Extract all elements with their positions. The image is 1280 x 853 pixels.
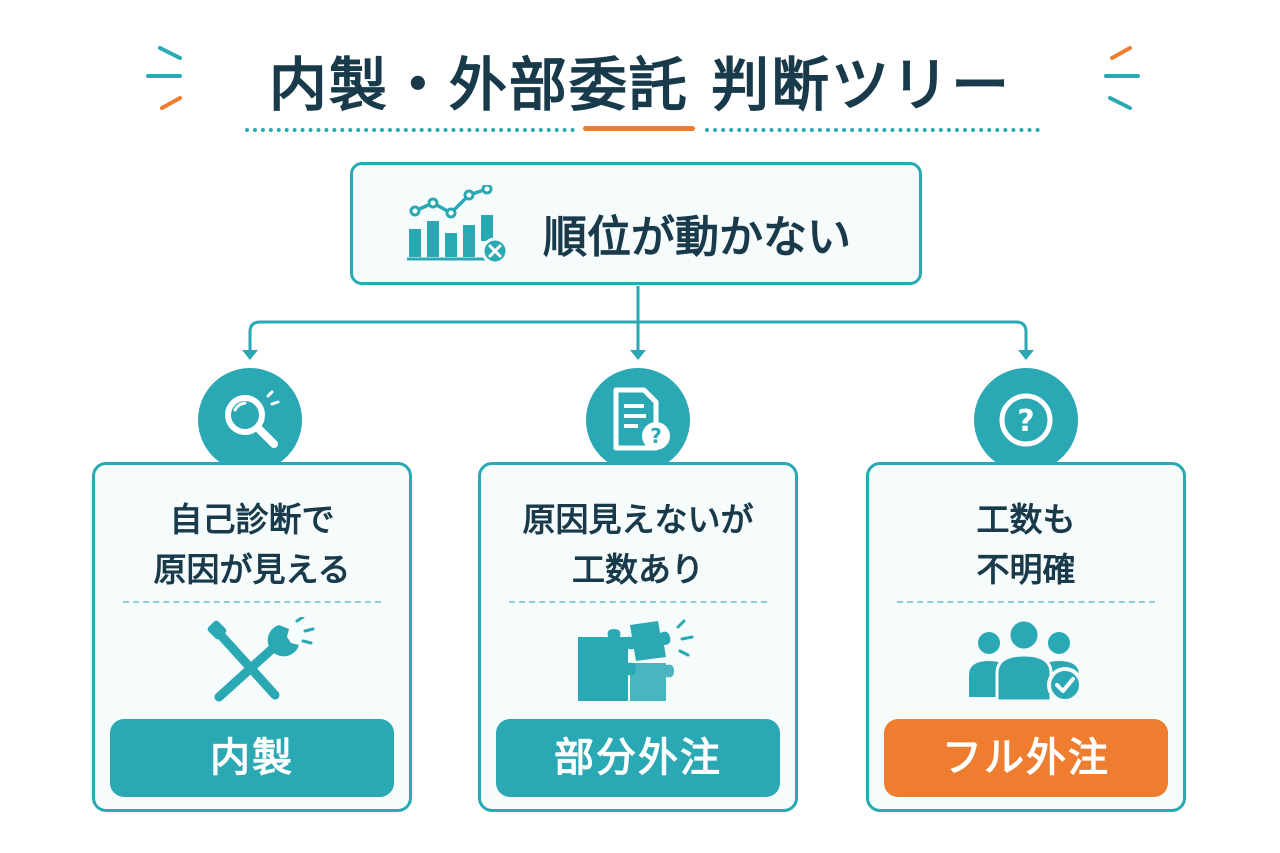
card-divider — [897, 601, 1155, 603]
condition-text: 原因見えないが 工数あり — [481, 495, 795, 595]
root-label: 順位が動かない — [543, 212, 851, 263]
title-decoration-left — [146, 46, 182, 110]
svg-text:?: ? — [1017, 404, 1034, 439]
condition-line-2: 原因が見える — [153, 550, 351, 589]
result-partial-outsource: 部分外注 — [496, 719, 780, 797]
branch-card-inhouse: 自己診断で 原因が見える 内製 — [92, 462, 412, 812]
title-dotted-line-left — [245, 128, 575, 132]
branch-card-partial-outsource: 原因見えないが 工数あり 部分外注 — [478, 462, 798, 812]
condition-text: 工数も 不明確 — [869, 495, 1183, 595]
condition-line-1: 工数も — [976, 500, 1076, 539]
branch-card-full-outsource: 工数も 不明確 フル外注 — [866, 462, 1186, 812]
magnifier-icon — [198, 368, 302, 472]
question-icon: ? — [974, 368, 1078, 472]
root-node: 順位が動かない — [350, 162, 922, 285]
condition-line-2: 不明確 — [976, 550, 1076, 589]
svg-text:?: ? — [650, 424, 662, 448]
puzzle-icon — [481, 617, 795, 707]
page-title: 内製・外部委託 判断ツリー — [268, 51, 1012, 119]
team-check-icon — [869, 617, 1183, 707]
title-decoration-right — [1104, 46, 1140, 110]
card-divider — [509, 601, 767, 603]
card-divider — [123, 601, 381, 603]
tools-icon — [95, 617, 409, 707]
result-inhouse: 内製 — [110, 719, 394, 797]
condition-line-1: 自己診断で — [169, 500, 335, 539]
ranking-chart-x-icon — [407, 185, 509, 265]
result-full-outsource: フル外注 — [884, 719, 1168, 797]
document-question-icon: ? — [586, 368, 690, 472]
condition-text: 自己診断で 原因が見える — [95, 495, 409, 595]
condition-line-2: 工数あり — [572, 550, 704, 589]
condition-line-1: 原因見えないが — [522, 500, 754, 539]
title-dotted-line-right — [705, 128, 1040, 132]
title-accent-underline — [583, 126, 695, 131]
